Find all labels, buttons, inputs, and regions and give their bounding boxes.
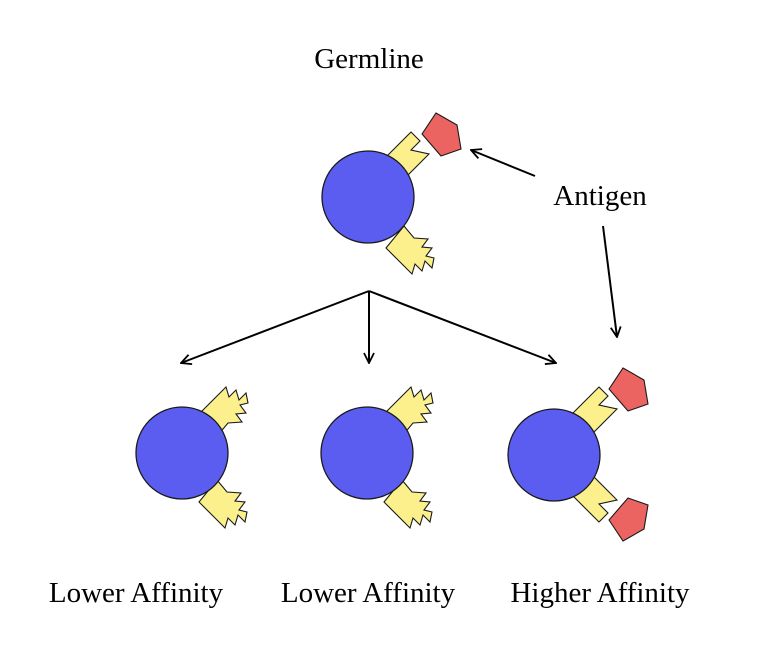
germline-antigen bbox=[421, 112, 462, 157]
child-middle-label: Lower Affinity bbox=[281, 577, 456, 609]
antigen-pointer-to-germline bbox=[471, 150, 536, 177]
child-left-cell-body bbox=[135, 406, 229, 500]
child-right-cell-body bbox=[507, 408, 601, 502]
child-right-antigen-upper bbox=[608, 367, 649, 412]
antigen-label: Antigen bbox=[553, 180, 647, 212]
branch-arrows bbox=[181, 290, 556, 363]
germline-label: Germline bbox=[314, 43, 424, 75]
child-cell-left bbox=[135, 386, 249, 529]
child-right-antigen-lower bbox=[608, 497, 649, 542]
child-middle-cell-body bbox=[320, 406, 414, 500]
child-cell-right bbox=[507, 367, 649, 542]
child-right-label: Higher Affinity bbox=[510, 577, 690, 609]
germline-cell-body bbox=[321, 150, 415, 244]
antigen-pointer-to-child bbox=[602, 225, 617, 337]
germline-cell bbox=[321, 112, 462, 275]
branch-arrow-right bbox=[368, 290, 556, 363]
branch-arrow-left bbox=[181, 290, 370, 363]
child-left-label: Lower Affinity bbox=[49, 577, 224, 609]
child-cell-middle bbox=[320, 386, 434, 529]
